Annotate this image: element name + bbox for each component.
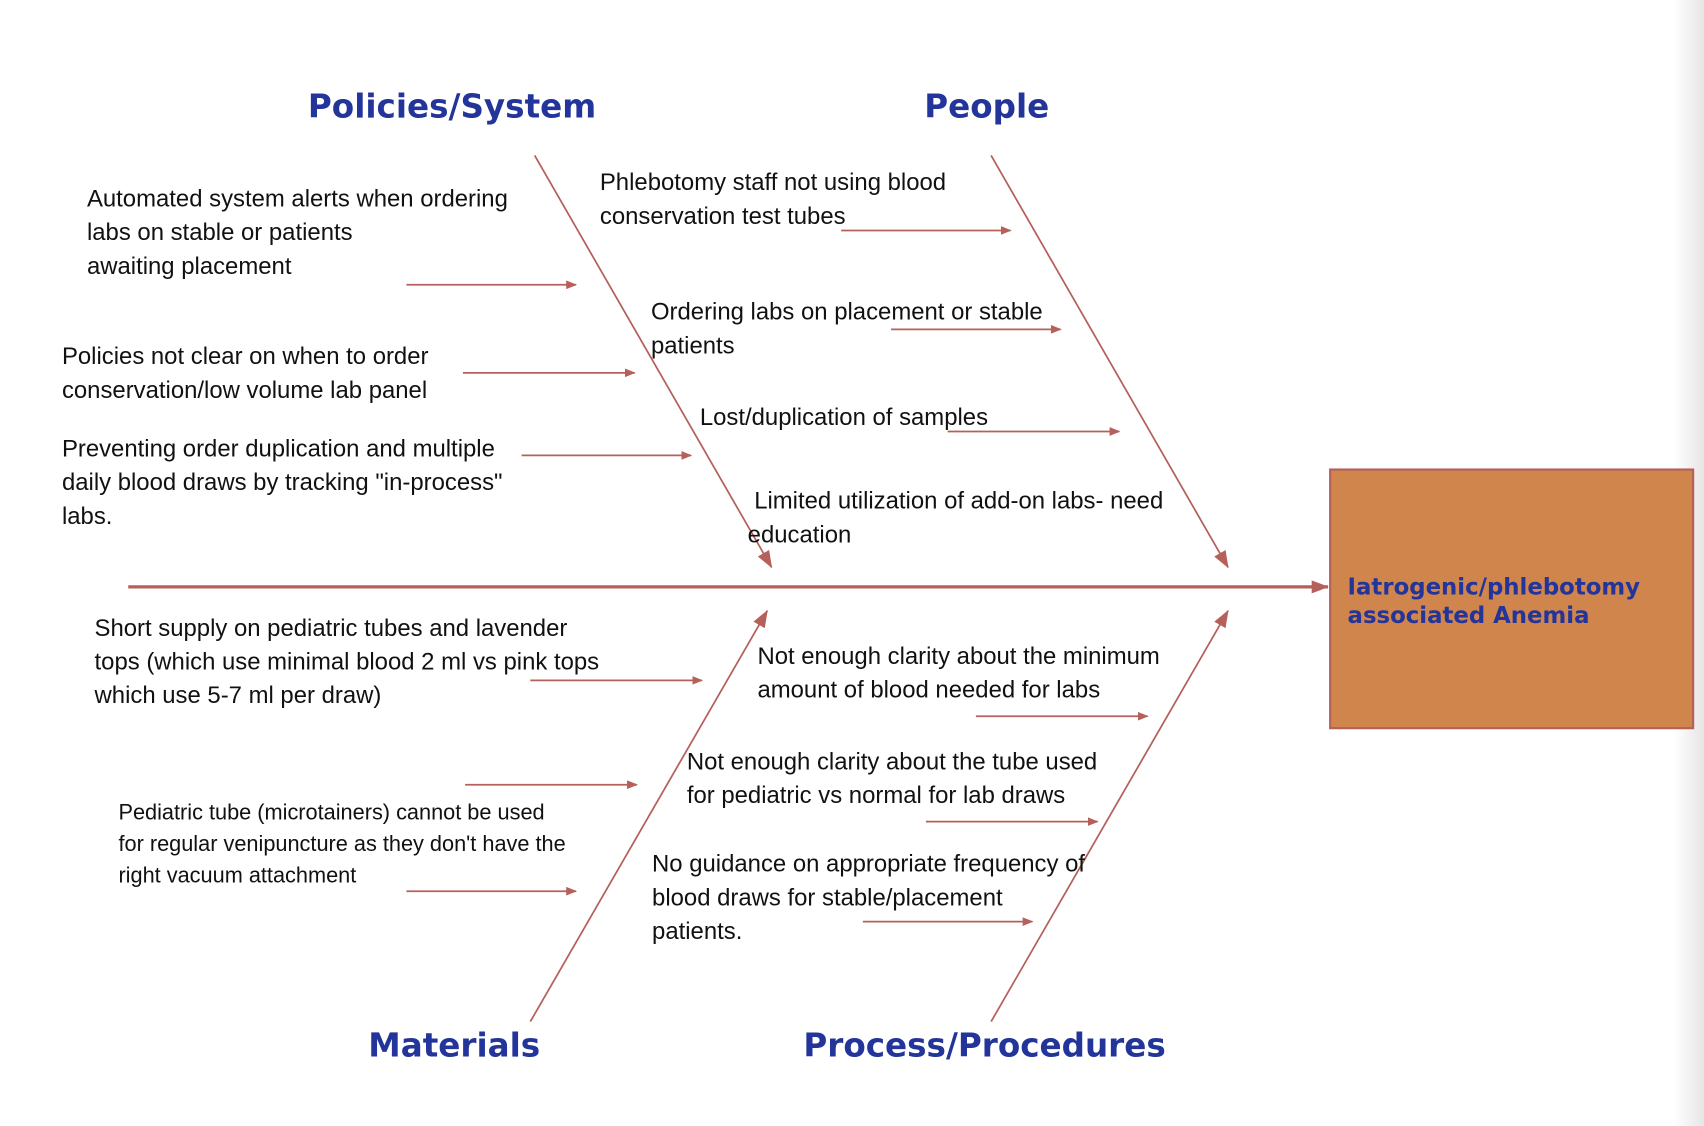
- bone-materials: [529, 609, 768, 1023]
- cause-text-policies: Automated system alerts when ordering: [87, 186, 508, 213]
- cause-text-process: No guidance on appropriate frequency of: [652, 851, 1085, 878]
- cause-text-materials: Pediatric tube (microtainers) cannot be …: [118, 799, 544, 824]
- cause-text-materials: tops (which use minimal blood 2 ml vs pi…: [95, 648, 600, 675]
- cause-text-people: conservation test tubes: [600, 203, 846, 230]
- category-title-policies: Policies/System: [308, 87, 596, 125]
- cause-text-policies: Policies not clear on when to order: [62, 343, 429, 370]
- cause-text-process: blood draws for stable/placement: [652, 884, 1003, 911]
- cause-text-people: Lost/duplication of samples: [700, 404, 988, 431]
- category-title-process: Process/Procedures: [803, 1026, 1165, 1064]
- bone-process: [990, 609, 1229, 1023]
- cause-text-materials: right vacuum attachment: [118, 863, 356, 888]
- cause-text-process: for pediatric vs normal for lab draws: [687, 782, 1065, 809]
- cause-text-policies: daily blood draws by tracking "in-proces…: [62, 469, 503, 496]
- cause-text-materials: Short supply on pediatric tubes and lave…: [95, 615, 568, 642]
- cause-text-people: education: [748, 521, 852, 548]
- cause-text-policies: conservation/low volume lab panel: [62, 377, 427, 404]
- cause-text-process: Not enough clarity about the minimum: [757, 643, 1159, 670]
- cause-text-policies: labs on stable or patients: [87, 219, 353, 246]
- bone-people: [990, 155, 1229, 569]
- cause-text-policies: awaiting placement: [87, 253, 292, 280]
- bone-policies: [533, 155, 773, 569]
- cause-text-people: Limited utilization of add-on labs- need: [754, 488, 1163, 515]
- cause-text-people: Ordering labs on placement or stable: [651, 299, 1043, 326]
- cause-text-people: patients: [651, 332, 735, 359]
- effect-line: associated Anemia: [1348, 603, 1590, 629]
- cause-text-process: amount of blood needed for labs: [757, 677, 1100, 704]
- category-title-materials: Materials: [368, 1026, 540, 1064]
- cause-text-process: Not enough clarity about the tube used: [687, 748, 1097, 775]
- cause-text-people: Phlebotomy staff not using blood: [600, 169, 946, 196]
- category-title-people: People: [924, 87, 1049, 125]
- effect-line: Iatrogenic/phlebotomy: [1348, 575, 1641, 601]
- cause-text-materials: which use 5-7 ml per draw): [94, 682, 382, 709]
- effect-box: [1329, 468, 1695, 730]
- cause-text-process: patients.: [652, 918, 742, 945]
- cause-text-policies: labs.: [62, 503, 112, 530]
- cause-text-policies: Preventing order duplication and multipl…: [62, 436, 495, 463]
- cause-text-materials: for regular venipuncture as they don't h…: [118, 831, 565, 856]
